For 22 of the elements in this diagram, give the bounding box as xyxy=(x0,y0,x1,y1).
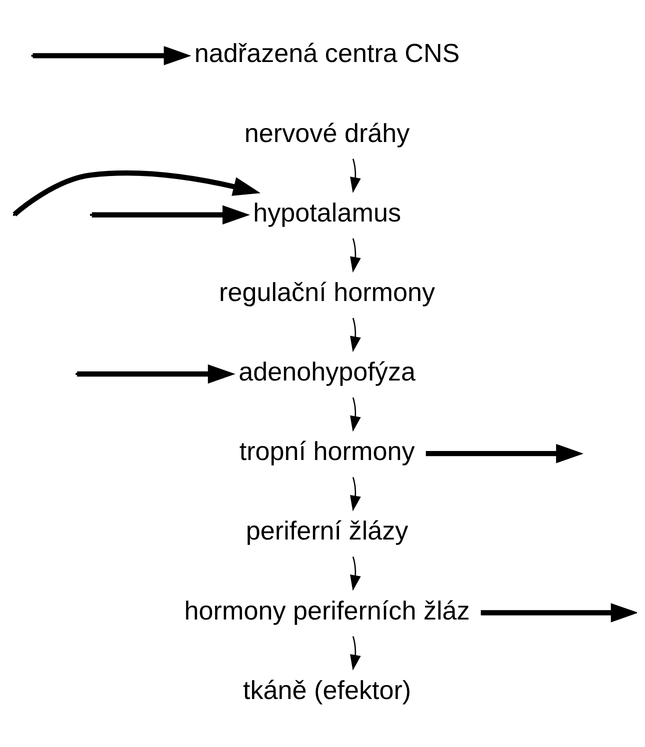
arrow xyxy=(77,364,236,384)
arrow xyxy=(32,46,192,65)
arrow xyxy=(350,556,361,590)
arrow xyxy=(350,396,361,432)
arrow xyxy=(92,204,250,224)
node-text: tkáně (efektor) xyxy=(242,674,412,704)
node-text: periferní žlázy xyxy=(246,515,408,546)
arrow xyxy=(12,170,261,216)
node-text: tropní hormony xyxy=(239,436,415,466)
arrow xyxy=(350,317,361,352)
node-text: hypotalamus xyxy=(253,196,402,227)
arrow xyxy=(350,476,361,511)
node-text: adenohypofýza xyxy=(238,356,416,386)
arrow xyxy=(480,602,637,622)
arrow xyxy=(350,238,361,272)
arrow xyxy=(426,443,584,463)
node-text: nadřazená centra CNS xyxy=(194,38,460,68)
node-text: hormony periferních žláz xyxy=(184,594,470,625)
arrow xyxy=(350,636,361,670)
node-text: regulační hormony xyxy=(219,276,436,306)
node-text: nervové dráhy xyxy=(244,117,410,148)
arrow xyxy=(350,158,361,193)
